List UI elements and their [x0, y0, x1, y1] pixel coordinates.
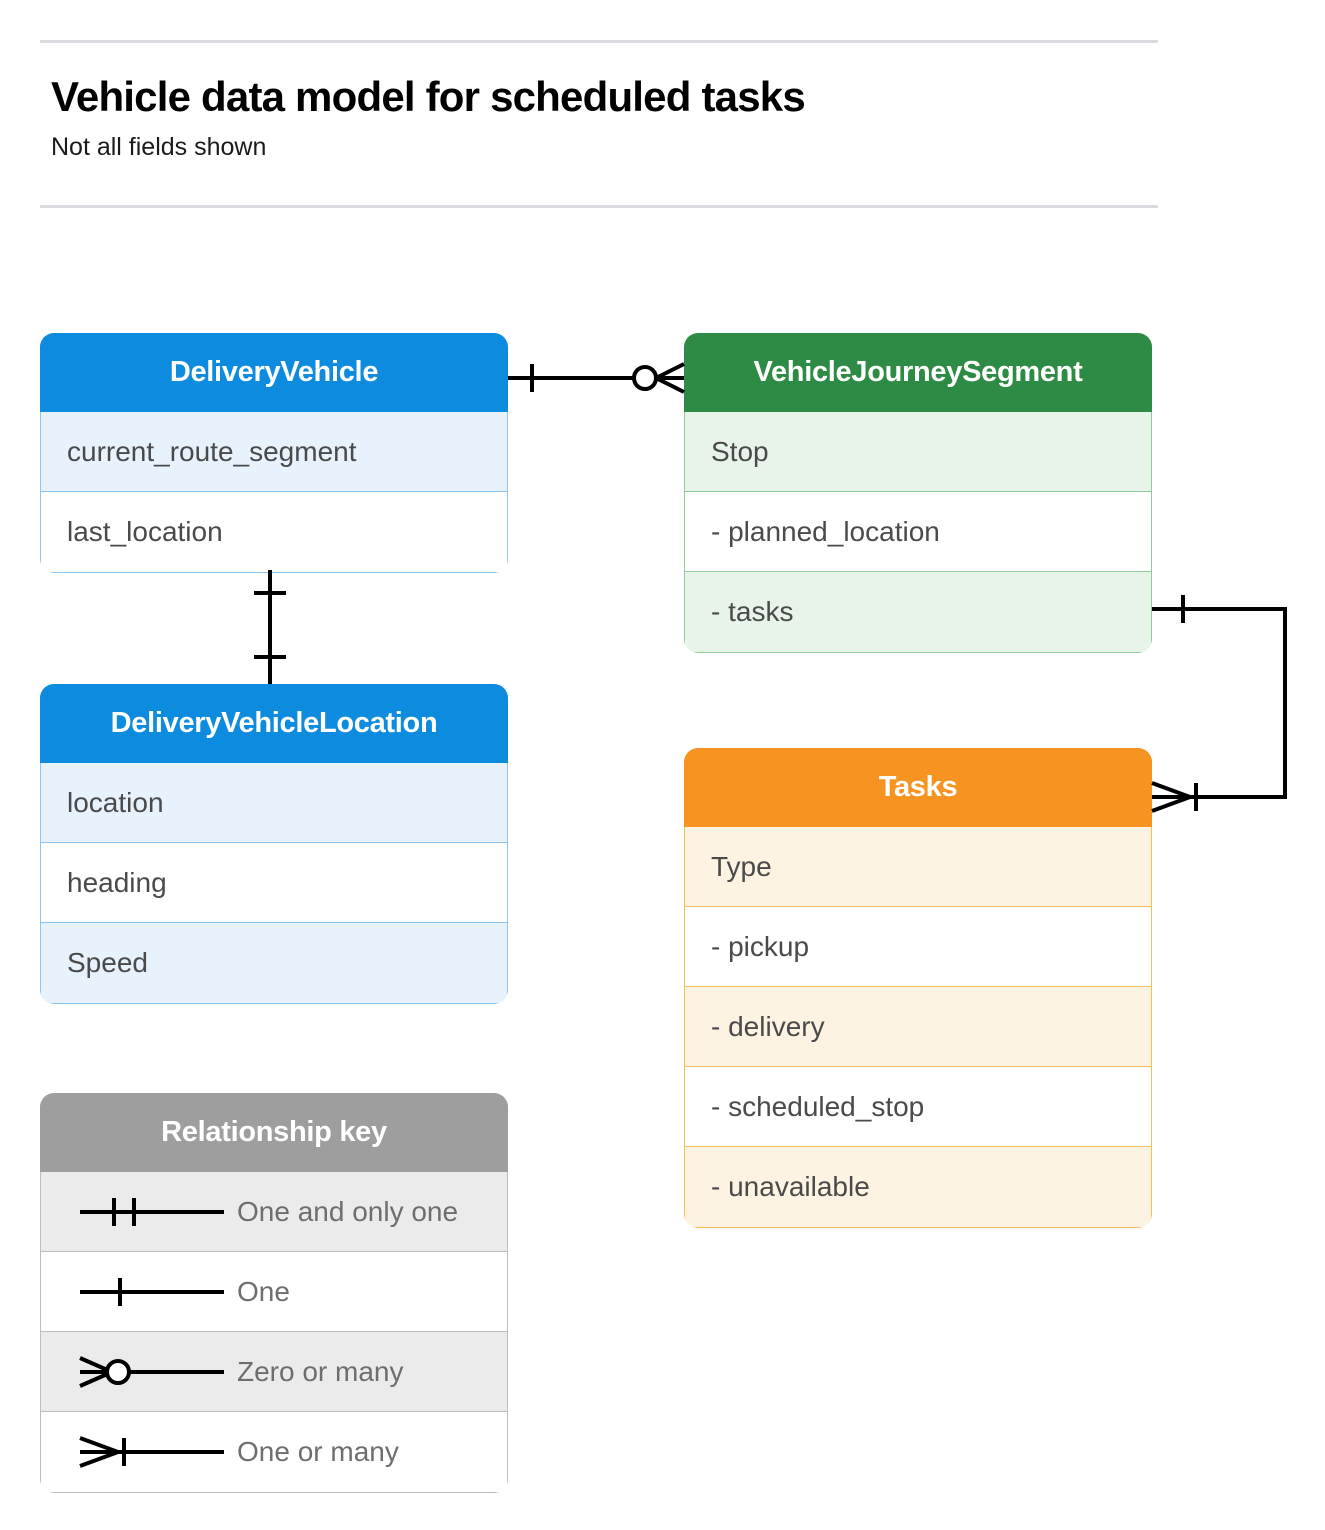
entity-field: - delivery [685, 987, 1151, 1067]
entity-field: current_route_segment [41, 412, 507, 492]
connector-delivery-vehicle-to-vehicle-journey-segment [508, 362, 685, 394]
entity-field: location [41, 763, 507, 843]
legend-item-one-and-only-one: One and only one [41, 1172, 507, 1252]
entity-field: - scheduled_stop [685, 1067, 1151, 1147]
connector-vehicle-journey-segment-to-tasks [1151, 595, 1287, 813]
entity-fields-delivery-vehicle: current_route_segment last_location [40, 412, 508, 573]
entity-field: Speed [41, 923, 507, 1003]
entity-field: Stop [685, 412, 1151, 492]
page-title: Vehicle data model for scheduled tasks [51, 73, 806, 120]
one-or-many-icon [67, 1412, 237, 1492]
entity-delivery-vehicle[interactable]: DeliveryVehicle current_route_segment la… [40, 333, 508, 573]
legend-item-one-or-many: One or many [41, 1412, 507, 1492]
header-rule-top [40, 40, 1158, 43]
relationship-key-legend: Relationship key One and only one One [40, 1093, 508, 1493]
entity-tasks[interactable]: Tasks Type - pickup - delivery - schedul… [684, 748, 1152, 1228]
legend-item-label: One or many [237, 1436, 399, 1467]
entity-field: heading [41, 843, 507, 923]
entity-vehicle-journey-segment[interactable]: VehicleJourneySegment Stop - planned_loc… [684, 333, 1152, 653]
entity-header-delivery-vehicle: DeliveryVehicle [40, 333, 508, 412]
zero-or-many-icon [67, 1332, 237, 1411]
legend-rows: One and only one One Zero [40, 1172, 508, 1493]
legend-title: Relationship key [40, 1093, 508, 1172]
legend-item-label: One and only one [237, 1195, 459, 1227]
legend-item-label: Zero or many [237, 1355, 404, 1387]
legend-item-zero-or-many: Zero or many [41, 1332, 507, 1412]
entity-fields-delivery-vehicle-location: location heading Speed [40, 763, 508, 1004]
entity-field: - tasks [685, 572, 1151, 652]
entity-delivery-vehicle-location[interactable]: DeliveryVehicleLocation location heading… [40, 684, 508, 1004]
one-and-only-one-icon [67, 1172, 237, 1251]
entity-field: - pickup [685, 907, 1151, 987]
entity-fields-vehicle-journey-segment: Stop - planned_location - tasks [684, 412, 1152, 653]
entity-fields-tasks: Type - pickup - delivery - scheduled_sto… [684, 827, 1152, 1228]
entity-field: - unavailable [685, 1147, 1151, 1227]
entity-field: Type [685, 827, 1151, 907]
entity-header-vehicle-journey-segment: VehicleJourneySegment [684, 333, 1152, 412]
legend-item-label: One [237, 1275, 290, 1307]
header-rule-bottom [40, 205, 1158, 208]
entity-header-tasks: Tasks [684, 748, 1152, 827]
legend-item-one: One [41, 1252, 507, 1332]
connector-delivery-vehicle-to-delivery-vehicle-location [254, 570, 286, 684]
entity-field: last_location [41, 492, 507, 572]
entity-header-delivery-vehicle-location: DeliveryVehicleLocation [40, 684, 508, 763]
one-icon [67, 1252, 237, 1331]
page-subtitle: Not all fields shown [51, 133, 267, 161]
entity-field: - planned_location [685, 492, 1151, 572]
